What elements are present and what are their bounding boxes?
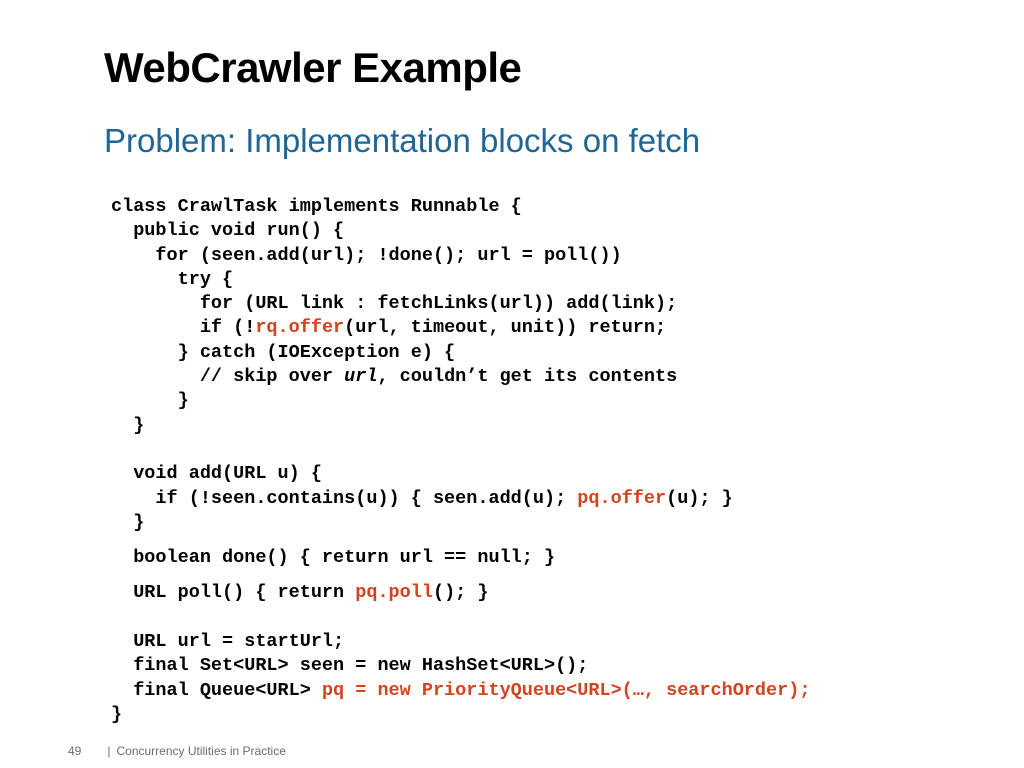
code-block: class CrawlTask implements Runnable { pu… [111,195,810,727]
code-italic: url [344,366,378,388]
code-blank-line [111,438,810,462]
code-line: } [111,414,145,436]
code-line: boolean done() { return url == null; } [111,547,556,569]
footer-separator: | [107,744,111,758]
code-text: , couldn’t get its contents [377,366,678,388]
code-line: URL url = startUrl; [111,631,345,653]
slide-footer: 49 | Concurrency Utilities in Practice [68,744,286,758]
code-line: // skip over url, couldn’t get its conte… [111,365,810,389]
code-line: final Set<URL> seen = new HashSet<URL>()… [111,655,589,677]
code-text: (); } [432,582,489,604]
code-text: final Queue<URL> [111,679,322,701]
page-number: 49 [68,744,82,758]
code-text: URL poll() { return [111,582,356,604]
code-line: } [111,703,123,725]
code-line: for (URL link : fetchLinks(url)) add(lin… [111,293,678,315]
code-line: URL poll() { return pq.poll(); } [111,581,810,605]
code-line: class CrawlTask implements Runnable { [111,196,522,217]
code-highlight: rq.offer [255,317,345,339]
code-text: // skip over [111,366,345,388]
code-highlight: pq.poll [355,582,433,604]
slide-subtitle: Problem: Implementation blocks on fetch [104,122,701,159]
code-highlight: pq.offer [577,487,667,509]
code-line: final Queue<URL> pq = new PriorityQueue<… [111,679,810,703]
code-highlight: pq = new PriorityQueue<URL>(…, searchOrd… [321,679,811,701]
code-line: public void run() { [111,220,345,242]
code-text: (u); } [666,487,733,509]
footer-course-title: Concurrency Utilities in Practice [116,744,286,758]
slide-title: WebCrawler Example [104,44,522,91]
code-text: if (!seen.contains(u)) { seen.add(u); [111,487,578,509]
code-line: if (!seen.contains(u)) { seen.add(u); pq… [111,487,810,511]
code-line: for (seen.add(url); !done(); url = poll(… [111,244,622,266]
code-spacer [111,535,810,546]
code-line: void add(URL u) { [111,463,322,485]
code-line: } [111,390,189,412]
code-line: } [111,511,145,533]
code-text: if (! [111,317,256,339]
code-line: if (!rq.offer(url, timeout, unit)) retur… [111,316,810,340]
code-spacer [111,570,810,581]
code-blank-line [111,606,810,630]
code-line: } catch (IOException e) { [111,341,456,363]
code-line: try { [111,268,234,290]
code-text: (url, timeout, unit)) return; [344,317,667,339]
